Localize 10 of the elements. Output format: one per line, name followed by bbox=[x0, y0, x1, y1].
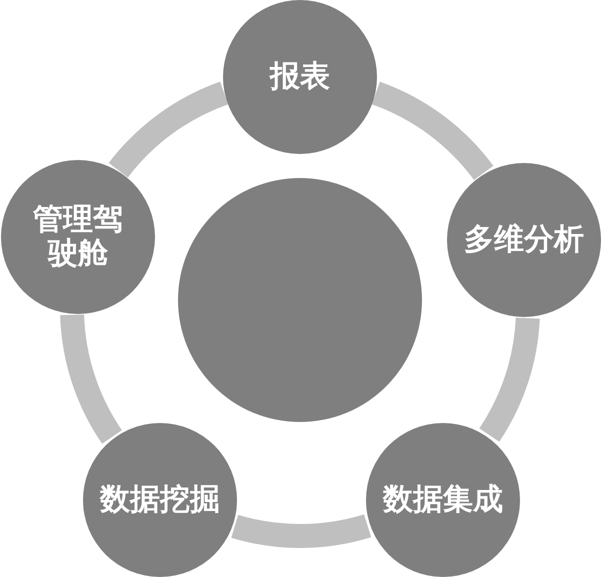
ring-arc bbox=[371, 82, 493, 181]
ring-arc bbox=[479, 317, 540, 442]
topic-label: 多维分析 bbox=[464, 222, 584, 258]
topic-label: 报表 bbox=[270, 60, 330, 94]
ring-arc bbox=[60, 314, 122, 444]
topic-label: 管理驾驶舱 bbox=[32, 202, 124, 272]
ring-arc bbox=[109, 82, 229, 178]
topic-label: 数据集成 bbox=[383, 482, 503, 518]
topic-label: 数据挖掘 bbox=[100, 482, 220, 518]
ring-arc bbox=[232, 514, 370, 548]
